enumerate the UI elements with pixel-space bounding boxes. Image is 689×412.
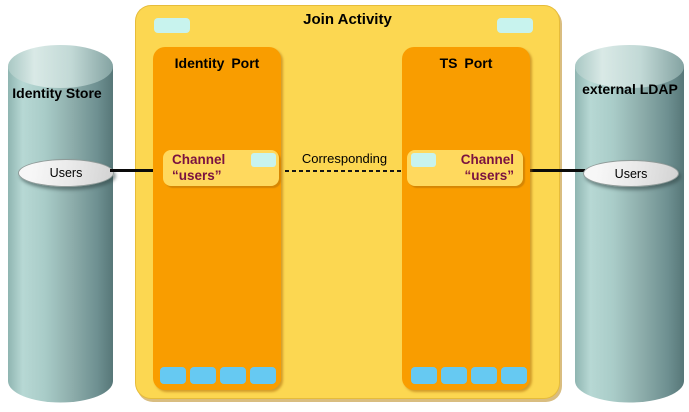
identity-store-users-node: Users <box>18 159 114 187</box>
channel-chip-icon <box>251 153 276 167</box>
endpoint-chip-icon <box>411 367 437 384</box>
channel-name-label: “users” <box>172 168 222 184</box>
external-ldap-connector-line <box>521 169 585 172</box>
corresponding-label: Corresponding <box>301 151 388 166</box>
database-cylinder-icon <box>8 45 113 403</box>
users-node-label: Users <box>49 166 83 180</box>
activity-port-chip-icon <box>497 18 533 33</box>
external-ldap-label: external LDAP <box>582 81 678 97</box>
endpoint-chip-icon <box>160 367 186 384</box>
channel-label: Channel <box>172 152 226 167</box>
endpoint-chip-icon <box>501 367 527 384</box>
channel-name-label: “users” <box>464 168 514 184</box>
identity-port-endpoint-chips <box>160 367 276 384</box>
channel-chip-icon <box>411 153 436 167</box>
ts-port-box: TS Port <box>402 47 530 390</box>
external-ldap-users-node: Users <box>583 160 679 187</box>
identity-port-title: Identity Port <box>174 55 260 71</box>
endpoint-chip-icon <box>471 367 497 384</box>
ts-port-title: TS Port <box>439 55 493 71</box>
endpoint-chip-icon <box>190 367 216 384</box>
endpoint-chip-icon <box>441 367 467 384</box>
endpoint-chip-icon <box>250 367 276 384</box>
join-activity-title: Join Activity <box>303 11 392 28</box>
endpoint-chip-icon <box>220 367 246 384</box>
identity-store-label: Identity Store <box>12 85 102 101</box>
identity-store-connector-line <box>110 169 165 172</box>
users-node-label: Users <box>614 166 648 181</box>
identity-port-box: Identity Port <box>153 47 281 390</box>
ts-port-channel-box: Channel “users” <box>407 150 523 186</box>
ts-port-endpoint-chips <box>411 367 527 384</box>
identity-port-channel-box: Channel “users” <box>163 150 279 186</box>
database-cylinder-icon <box>575 45 684 403</box>
corresponding-dashed-line <box>285 170 404 172</box>
channel-label: Channel <box>460 152 514 167</box>
activity-port-chip-icon <box>154 18 190 33</box>
